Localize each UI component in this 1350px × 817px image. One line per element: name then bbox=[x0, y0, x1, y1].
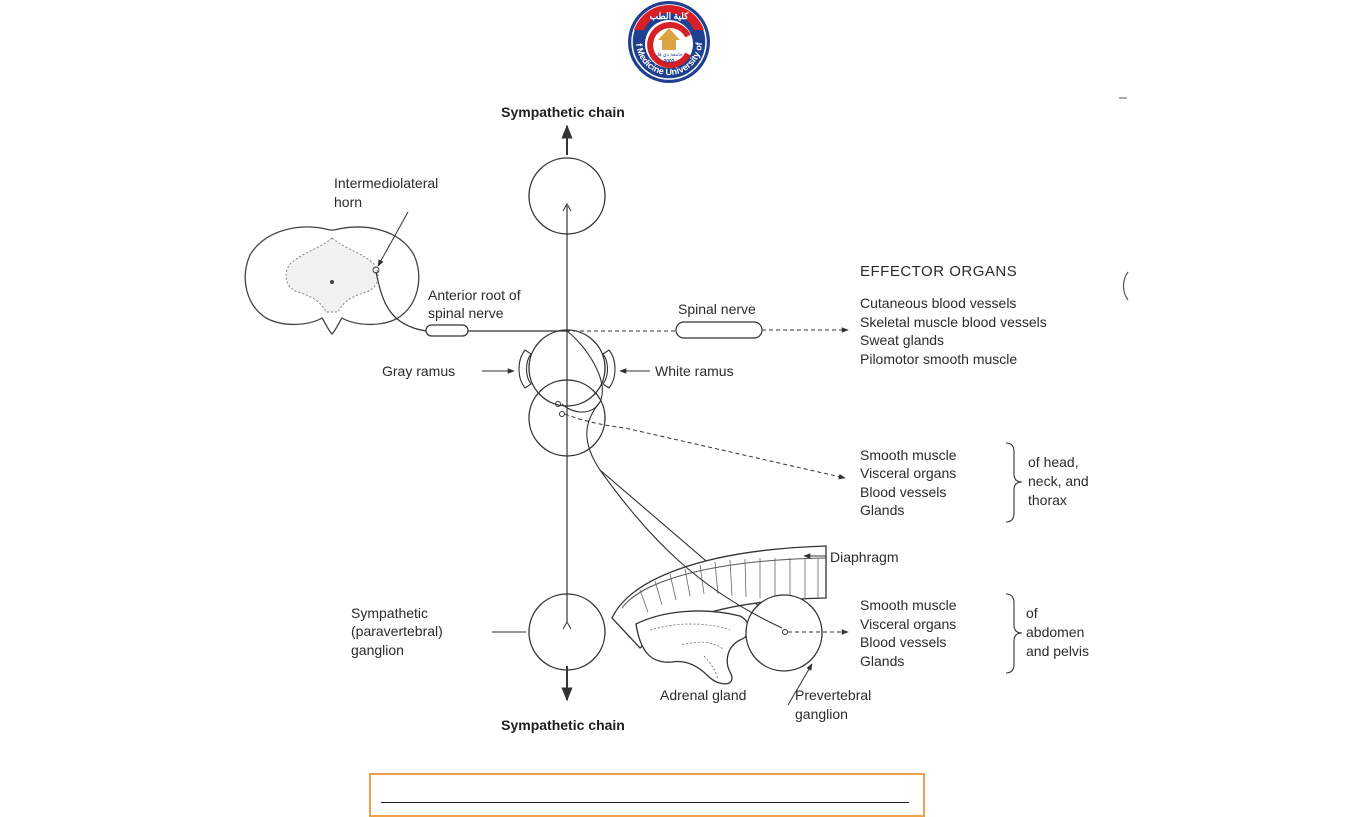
intermediolateral-pointer bbox=[377, 211, 409, 267]
effector-thoracic-item: Blood vessels bbox=[860, 484, 946, 500]
label-prevertebral-1: Prevertebral bbox=[795, 687, 871, 703]
effector-somatic-item: Sweat glands bbox=[860, 332, 944, 348]
label-sympathetic-chain-bottom: Sympathetic chain bbox=[501, 717, 625, 733]
brace-abdominal bbox=[1005, 593, 1023, 674]
effector-somatic-item: Cutaneous blood vessels bbox=[860, 295, 1016, 311]
effector-abdominal-region: of bbox=[1026, 605, 1038, 621]
effector-abdominal-region: and pelvis bbox=[1026, 643, 1089, 659]
effector-abdominal-item: Blood vessels bbox=[860, 634, 946, 650]
central-canal bbox=[330, 280, 334, 284]
logo-arabic-title: كلية الطب bbox=[650, 11, 689, 22]
white-ramus-fiber bbox=[561, 330, 603, 413]
label-sympathetic-ganglion-1: Sympathetic bbox=[351, 605, 428, 621]
label-sympathetic-ganglion-2: (paravertebral) bbox=[351, 623, 443, 639]
prevertebral-pointer bbox=[787, 663, 813, 706]
label-prevertebral-2: ganglion bbox=[795, 706, 848, 722]
diaphragm-inner-line bbox=[621, 557, 827, 609]
effector-thoracic-region: thorax bbox=[1028, 492, 1067, 508]
effector-abdominal-item: Visceral organs bbox=[860, 616, 956, 632]
scan-artifact-curve bbox=[1122, 271, 1129, 301]
caption-box bbox=[369, 773, 925, 817]
logo-ring-text: College of Medicine University of Thi - … bbox=[0, 0, 704, 77]
label-gray-ramus: Gray ramus bbox=[382, 363, 455, 379]
label-anterior-root-2: spinal nerve bbox=[428, 305, 504, 321]
logo-red-band bbox=[634, 5, 704, 30]
college-logo: كلية الطب College of Medicine University… bbox=[0, 0, 710, 83]
effector-abdominal-item: Smooth muscle bbox=[860, 597, 957, 613]
postganglionic-line-thoracic bbox=[564, 413, 846, 480]
logo-crescent bbox=[647, 22, 691, 68]
preganglionic-fiber-cord bbox=[375, 271, 427, 332]
effector-thoracic-item: Smooth muscle bbox=[860, 447, 957, 463]
splanchnic-nerve-fiber bbox=[586, 401, 783, 627]
label-sympathetic-chain-top: Sympathetic chain bbox=[501, 104, 625, 120]
effector-abdominal-item: Glands bbox=[860, 653, 904, 669]
label-anterior-root-1: Anterior root of bbox=[428, 287, 521, 303]
label-adrenal-gland: Adrenal gland bbox=[660, 687, 746, 703]
effector-abdominal-region: abdomen bbox=[1026, 624, 1084, 640]
label-spinal-nerve: Spinal nerve bbox=[678, 301, 756, 317]
gray-matter bbox=[285, 237, 379, 313]
chain-synapse-2 bbox=[559, 411, 565, 417]
effector-somatic-item: Pilomotor smooth muscle bbox=[860, 351, 1017, 367]
label-white-ramus: White ramus bbox=[655, 363, 734, 379]
effector-thoracic-region: of head, bbox=[1028, 454, 1079, 470]
adrenal-gland-illustration bbox=[635, 610, 750, 685]
label-intermediolateral-2: horn bbox=[334, 194, 362, 210]
effector-organs-header: EFFECTOR ORGANS bbox=[860, 263, 1017, 280]
chain-synapse-1 bbox=[555, 401, 561, 407]
adrenal-gland-shape bbox=[635, 610, 750, 685]
spinal-cord-cross-section bbox=[244, 211, 427, 335]
logo-arabic-sub: جامعة ذي قار bbox=[654, 52, 683, 58]
effector-thoracic-region: neck, and bbox=[1028, 473, 1089, 489]
label-diaphragm: Diaphragm bbox=[830, 549, 898, 565]
label-intermediolateral-1: Intermediolateral bbox=[334, 175, 438, 191]
upper-synapse-mark bbox=[562, 202, 572, 212]
effector-thoracic-item: Visceral organs bbox=[860, 465, 956, 481]
gray-ramus-shape bbox=[518, 349, 532, 389]
caption-rule bbox=[381, 802, 909, 803]
prevertebral-synapse bbox=[782, 629, 788, 635]
white-ramus-shape bbox=[602, 349, 616, 389]
lower-synapse-mark bbox=[562, 620, 572, 630]
spinal-nerve-tube bbox=[675, 321, 763, 339]
diaphragm-striations bbox=[639, 558, 819, 613]
anterior-root-tube bbox=[425, 324, 469, 337]
effector-somatic-item: Skeletal muscle blood vessels bbox=[860, 314, 1047, 330]
splanchnic-fiber-to-prevertebral bbox=[599, 469, 783, 629]
brace-thoracic bbox=[1005, 442, 1023, 523]
logo-year: 2002 bbox=[663, 59, 674, 65]
effector-thoracic-item: Glands bbox=[860, 502, 904, 518]
logo-ziggurat-icon bbox=[658, 28, 680, 50]
label-sympathetic-ganglion-3: ganglion bbox=[351, 642, 404, 658]
prevertebral-ganglion bbox=[745, 594, 823, 672]
